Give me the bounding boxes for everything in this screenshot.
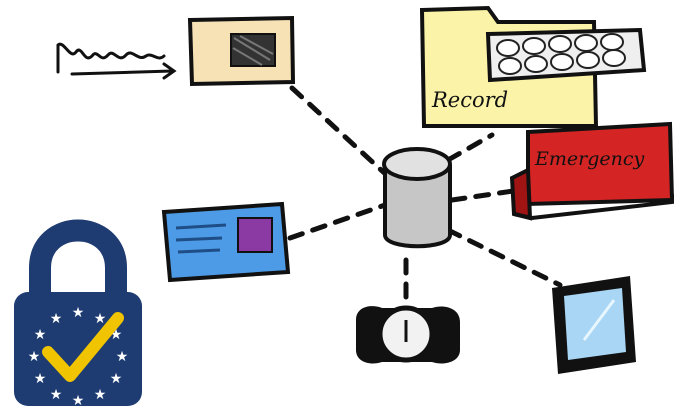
- emergency-label: Emergency: [534, 148, 644, 170]
- svg-text:★: ★: [94, 387, 107, 403]
- svg-text:★: ★: [34, 371, 47, 387]
- tablet-icon: [552, 276, 636, 374]
- eu-lock-check-icon: ★ ★ ★ ★ ★ ★ ★ ★ ★ ★ ★ ★: [14, 219, 142, 406]
- connection-lines: [287, 85, 563, 308]
- svg-text:★: ★: [28, 349, 41, 365]
- smartwatch-icon: [356, 305, 460, 364]
- svg-text:★: ★: [34, 327, 47, 343]
- svg-text:★: ★: [110, 371, 123, 387]
- svg-text:★: ★: [94, 311, 107, 327]
- svg-text:★: ★: [116, 349, 129, 365]
- svg-text:★: ★: [72, 305, 85, 321]
- id-card-icon: [161, 201, 291, 283]
- pill-blister-icon: [485, 27, 647, 83]
- record-label: Record: [431, 88, 508, 112]
- svg-text:★: ★: [50, 387, 63, 403]
- svg-text:★: ★: [50, 311, 63, 327]
- signature-note-icon: [56, 15, 296, 87]
- database-icon: [382, 147, 452, 249]
- svg-text:★: ★: [72, 393, 85, 406]
- emergency-box-icon: Emergency: [509, 121, 674, 221]
